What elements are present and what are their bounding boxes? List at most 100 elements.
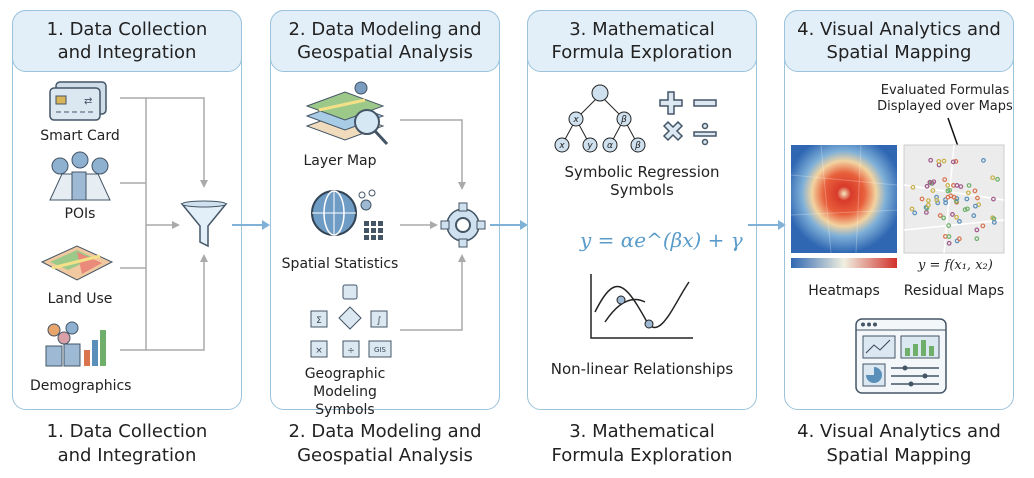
residual-point bbox=[974, 227, 980, 233]
residual-point bbox=[945, 182, 951, 188]
land-use-icon bbox=[40, 245, 114, 281]
funnel-icon bbox=[180, 200, 228, 248]
residual-point bbox=[974, 236, 980, 242]
label-land-use: Land Use bbox=[47, 291, 113, 307]
residual-point bbox=[957, 218, 962, 224]
svg-text:⇄: ⇄ bbox=[84, 96, 92, 107]
svg-text:×: × bbox=[315, 346, 323, 356]
residual-point bbox=[953, 198, 959, 204]
residual-point bbox=[995, 176, 1000, 182]
residual-point bbox=[946, 240, 952, 246]
label-symbolic-regression: Symbolic Regression Symbols bbox=[564, 163, 720, 199]
residual-point bbox=[928, 157, 934, 163]
residual-point bbox=[953, 159, 959, 164]
residual-point bbox=[965, 190, 971, 196]
label-smart-card: Smart Card bbox=[40, 128, 120, 144]
caption-step-1: 1. Data Collection and Integration bbox=[46, 421, 208, 466]
panel-title: 1. Data Collection and Integration bbox=[12, 10, 242, 72]
residual-point bbox=[973, 203, 978, 209]
label-residual-maps: Residual Maps bbox=[903, 283, 1005, 299]
svg-text:GIS: GIS bbox=[374, 346, 386, 354]
panel-title: 4. Visual Analytics and Spatial Mapping bbox=[784, 10, 1014, 72]
math-operators-icon bbox=[659, 91, 717, 146]
residual-point bbox=[912, 210, 918, 216]
tree-node: x bbox=[572, 115, 579, 125]
connector-lines-2 bbox=[400, 119, 466, 331]
tree-node: y bbox=[586, 141, 593, 151]
poi-icon bbox=[49, 151, 111, 201]
residual-point bbox=[927, 179, 933, 185]
residual-point bbox=[971, 213, 977, 219]
panel-title: 3. Mathematical Formula Exploration bbox=[527, 10, 757, 72]
residual-point bbox=[966, 183, 972, 188]
label-spatial-statistics: Spatial Statistics bbox=[281, 256, 399, 272]
residual-point bbox=[909, 206, 915, 212]
gear-icon bbox=[440, 202, 486, 248]
svg-text:∫: ∫ bbox=[377, 316, 382, 326]
residual-point bbox=[972, 188, 978, 194]
formula-exponential: y = αe^(βx) + γ bbox=[580, 228, 743, 252]
label-geographic-modeling: Geographic Modeling Symbols bbox=[304, 366, 386, 418]
residual-point bbox=[919, 196, 925, 202]
residual-point bbox=[950, 159, 956, 165]
panel-data-modeling: 2. Data Modeling and Geospatial Analysis bbox=[270, 10, 500, 410]
annotation-evaluated-formulas: Evaluated Formulas Displayed over Maps bbox=[877, 83, 1013, 114]
residual-map-image bbox=[903, 144, 1005, 254]
svg-text:÷: ÷ bbox=[347, 346, 355, 356]
panel-formula-exploration: 3. Mathematical Formula Exploration bbox=[527, 10, 757, 410]
globe-statistics-icon bbox=[311, 189, 383, 240]
residual-point bbox=[925, 202, 931, 208]
panel-data-collection: 1. Data Collection and Integration bbox=[12, 10, 242, 410]
residual-point bbox=[937, 213, 943, 218]
residual-point bbox=[956, 236, 962, 242]
residual-point bbox=[924, 209, 929, 215]
heatmap-image bbox=[790, 144, 898, 254]
flow-arrow-2 bbox=[490, 220, 528, 230]
residual-point bbox=[951, 194, 957, 200]
tree-node: x bbox=[558, 141, 565, 151]
formula-residual: y = f(x₁, x₂) bbox=[918, 258, 993, 273]
residual-point bbox=[925, 198, 931, 204]
caption-step-2: 2. Data Modeling and Geospatial Analysis bbox=[288, 421, 482, 466]
flow-arrow-3 bbox=[748, 220, 786, 230]
expression-tree-icon: x β x y α β bbox=[554, 84, 646, 153]
label-demographics: Demographics bbox=[30, 378, 132, 394]
residual-point bbox=[936, 158, 942, 164]
residual-point bbox=[954, 183, 960, 188]
residual-point bbox=[981, 158, 986, 163]
residual-point bbox=[941, 158, 947, 164]
residual-point bbox=[910, 184, 916, 190]
nonlinear-graph-icon bbox=[590, 274, 693, 339]
residual-point bbox=[964, 206, 970, 212]
panel-visual-analytics: 4. Visual Analytics and Spatial Mapping bbox=[784, 10, 1014, 410]
residual-point bbox=[924, 183, 930, 189]
residual-point bbox=[934, 197, 940, 203]
residual-point bbox=[945, 194, 951, 200]
tree-node: β bbox=[620, 115, 627, 125]
residual-point bbox=[954, 214, 959, 220]
label-layer-map: Layer Map bbox=[303, 153, 377, 169]
tree-node: α bbox=[607, 141, 613, 151]
tree-node: β bbox=[634, 141, 641, 151]
connector-lines-1 bbox=[120, 97, 208, 351]
residual-point bbox=[950, 212, 955, 217]
residual-point bbox=[935, 200, 941, 206]
caption-step-4: 4. Visual Analytics and Spatial Mapping bbox=[797, 421, 1001, 466]
residual-point bbox=[964, 196, 970, 202]
label-nonlinear: Non-linear Relationships bbox=[550, 360, 734, 378]
smart-card-icon: ⇄ bbox=[49, 81, 107, 121]
demographics-icon bbox=[45, 321, 106, 367]
label-pois: POIs bbox=[64, 206, 96, 222]
residual-point bbox=[946, 223, 952, 228]
residual-point bbox=[962, 207, 968, 213]
label-heatmaps: Heatmaps bbox=[808, 283, 880, 299]
layer-map-icon bbox=[305, 81, 389, 146]
geographic-modeling-icon: Σ ∫ × ÷ GIS bbox=[310, 284, 392, 358]
svg-text:Σ: Σ bbox=[316, 316, 322, 326]
residual-point bbox=[945, 188, 951, 194]
residual-point bbox=[943, 200, 949, 206]
dashboard-icon bbox=[855, 318, 947, 394]
residual-point bbox=[991, 219, 997, 225]
residual-point bbox=[942, 177, 948, 183]
